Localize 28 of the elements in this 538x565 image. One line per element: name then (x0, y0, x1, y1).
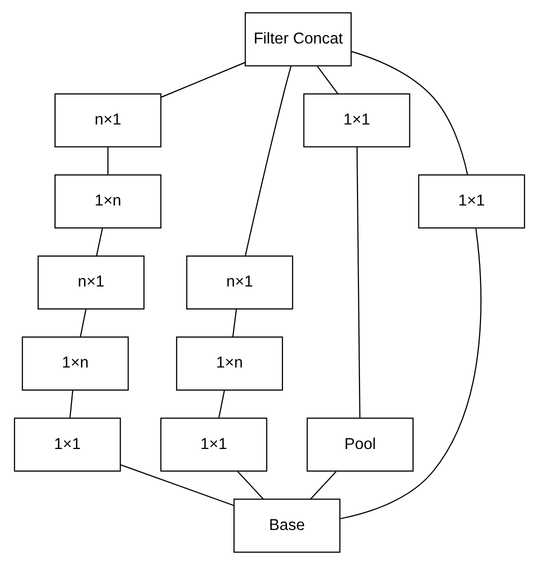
node-box: 1×1 (302, 93, 410, 148)
connector (160, 62, 245, 98)
connector (120, 464, 234, 506)
node-box: n×1 (54, 93, 161, 148)
connector (68, 390, 73, 418)
node-box: 1×n (54, 174, 161, 228)
node-box: Base (232, 498, 340, 553)
node-box: Pool (306, 418, 414, 472)
connector (232, 309, 236, 338)
connector (95, 228, 102, 256)
connector (356, 146, 360, 418)
connector (310, 471, 336, 500)
connector (236, 471, 264, 500)
connector (316, 66, 338, 94)
connector (244, 66, 292, 256)
connector (218, 390, 224, 418)
connector (79, 309, 86, 338)
node-box: 1×n (21, 336, 128, 391)
node-box: 1×1 (13, 418, 120, 472)
connector (106, 147, 108, 175)
connector (340, 228, 481, 520)
node-box: 1×n (176, 336, 282, 391)
node-box: n×1 (37, 255, 144, 310)
node-box: 1×1 (160, 418, 267, 472)
connector (350, 50, 468, 175)
node-box: n×1 (186, 255, 293, 310)
node-box: Filter Concat (244, 12, 352, 66)
node-box: 1×1 (418, 174, 525, 228)
